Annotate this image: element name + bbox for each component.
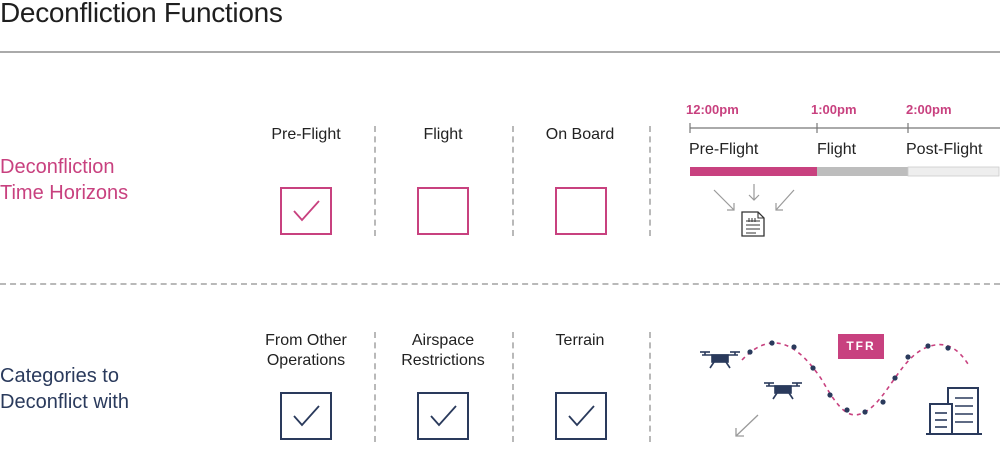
checkbox-flight[interactable] bbox=[417, 187, 469, 235]
checkmark-icon bbox=[430, 405, 457, 427]
section-divider bbox=[0, 283, 1000, 285]
checkmark-icon bbox=[568, 405, 595, 427]
column-divider bbox=[374, 126, 376, 236]
timeline-bar-flight bbox=[817, 167, 908, 176]
tfr-badge: TFR bbox=[838, 334, 884, 359]
building-icon bbox=[926, 387, 982, 435]
timeline-bar-pre-flight bbox=[690, 167, 817, 176]
timeline-time-12pm: 12:00pm bbox=[686, 102, 739, 117]
timeline-phase-pre-flight: Pre-Flight bbox=[689, 141, 759, 158]
arrow-icon bbox=[713, 184, 795, 211]
column-label-terrain: Terrain bbox=[555, 332, 605, 349]
column-divider bbox=[649, 332, 651, 442]
drone-icon bbox=[700, 351, 740, 369]
drone-icon bbox=[764, 382, 802, 400]
column-label-on-board: On Board bbox=[545, 126, 615, 143]
document-icon bbox=[741, 211, 765, 237]
timeline-graphic bbox=[689, 123, 1000, 237]
timeline-phase-flight: Flight bbox=[817, 141, 857, 158]
checkbox-on-board[interactable] bbox=[555, 187, 607, 235]
row-label-categories: Categories to Deconflict with bbox=[0, 363, 129, 415]
row-label-line: Deconflict with bbox=[0, 391, 129, 413]
row-label-time-horizons: Deconfliction Time Horizons bbox=[0, 154, 128, 206]
timeline-time-2pm: 2:00pm bbox=[906, 102, 952, 117]
column-label-line: Restrictions bbox=[401, 352, 485, 369]
column-divider bbox=[512, 332, 514, 442]
checkmark-icon bbox=[293, 200, 320, 222]
page-title: Deconfliction Functions bbox=[0, 0, 283, 28]
timeline-bar-post-flight bbox=[907, 166, 1000, 177]
row-label-line: Categories to bbox=[0, 365, 119, 387]
column-label-line: Airspace bbox=[411, 332, 475, 349]
column-divider bbox=[649, 126, 651, 236]
column-divider bbox=[374, 332, 376, 442]
waypoints bbox=[747, 340, 951, 415]
checkbox-terrain[interactable] bbox=[555, 392, 607, 440]
deconfliction-illustration bbox=[700, 340, 982, 437]
column-label-flight: Flight bbox=[423, 126, 463, 143]
timeline-phase-post-flight: Post-Flight bbox=[906, 141, 983, 158]
column-divider bbox=[512, 126, 514, 236]
checkmark-icon bbox=[293, 405, 320, 427]
checkbox-pre-flight[interactable] bbox=[280, 187, 332, 235]
row-label-line: Deconfliction bbox=[0, 156, 115, 178]
column-label-pre-flight: Pre-Flight bbox=[271, 126, 341, 143]
column-label-other-operations: From Other Operations bbox=[241, 331, 371, 371]
column-label-line: From Other bbox=[265, 332, 347, 349]
row-label-line: Time Horizons bbox=[0, 182, 129, 204]
timeline-time-1pm: 1:00pm bbox=[811, 102, 857, 117]
column-label-line: Operations bbox=[266, 352, 346, 369]
checkbox-airspace-restrictions[interactable] bbox=[417, 392, 469, 440]
checkbox-other-operations[interactable] bbox=[280, 392, 332, 440]
column-label-airspace-restrictions: Airspace Restrictions bbox=[378, 331, 508, 371]
title-divider bbox=[0, 51, 1000, 53]
arrow-icon bbox=[735, 414, 759, 437]
